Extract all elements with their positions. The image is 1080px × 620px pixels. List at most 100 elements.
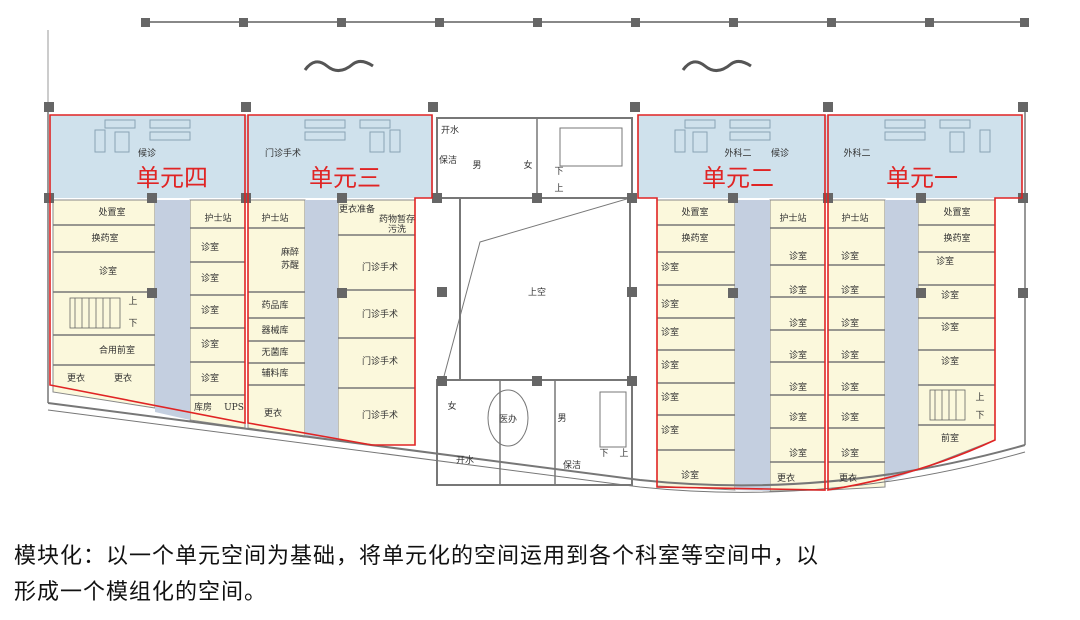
room-label: 诊室 [681,469,699,481]
room-label: 诊室 [789,284,807,296]
room-label: 库房 [194,401,212,413]
room-label: 诊室 [841,411,859,423]
room-label: 诊室 [789,411,807,423]
room-label: 前室 [941,432,959,444]
room-label: 更衣 [114,372,132,384]
room-label: 处置室 [681,206,708,218]
room-label: 麻醉 [281,246,299,258]
waiting-zones [50,115,1022,198]
room-label: 诊室 [201,241,219,253]
room-label: 上 [554,183,563,194]
room-label: 诊室 [661,359,679,371]
room-label: 诊室 [941,321,959,333]
room-label: 换药室 [91,232,118,244]
room-label: 诊室 [201,372,219,384]
colonnade [47,18,1029,105]
unit-4-label: 单元四 [136,164,208,192]
room-label: 更衣准备 [339,203,375,215]
room-labels: 候诊 门诊手术 外科二 候诊 外科二 处置室 换药室 诊室 上 下 合用前室 更… [67,124,985,484]
room-label: 门诊手术 [362,261,398,273]
stair-icon [69,297,966,421]
columns [44,102,1028,386]
unit-1-label: 单元一 [886,164,958,192]
room-label: 药物暂存 [379,213,415,225]
room-label: 开水 [441,124,459,136]
room-label: 下 [599,449,608,459]
room-label: 门诊手术 [265,147,301,159]
room-label: 更衣 [264,407,282,419]
room-label: 更衣 [67,372,85,384]
room-label: 诊室 [841,250,859,262]
room-label: 医办 [499,413,517,425]
room-label: 护士站 [779,212,806,224]
room-label: 换药室 [681,232,708,244]
room-label: 合用前室 [99,344,135,356]
room-label: 男 [472,160,481,171]
room-dividers [53,224,995,463]
room-label: 诊室 [841,447,859,459]
room-label: 门诊手术 [362,308,398,320]
room-label: 更衣 [777,472,795,484]
room-label: 诊室 [201,272,219,284]
room-label: 女 [523,159,532,171]
unit-2-label: 单元二 [702,164,774,192]
room-label: 诊室 [841,284,859,296]
room-label: 处置室 [98,206,125,218]
room-label: 诊室 [789,381,807,393]
room-label: 诊室 [841,381,859,393]
room-label: 诊室 [789,250,807,262]
room-blocks [52,199,996,492]
room-label: 苏醒 [281,259,299,271]
room-label: 保洁 [439,154,457,166]
room-label: 诊室 [789,317,807,329]
room-label: 候诊 [138,147,156,159]
room-label: 上 [975,392,984,403]
room-label: 诊室 [841,349,859,361]
room-label: 更衣 [839,472,857,484]
landscape-ornament [303,59,752,72]
room-label: 药品库 [261,299,288,311]
room-label: 诊室 [661,391,679,403]
room-label: 候诊 [771,147,789,159]
room-label: 诊室 [941,355,959,367]
room-label: 诊室 [936,255,954,267]
room-label: 下 [554,167,563,177]
room-label: 诊室 [201,338,219,350]
room-label: 护士站 [841,212,868,224]
room-label: 无菌库 [261,346,288,358]
room-label: 诊室 [789,349,807,361]
corridors [155,200,918,491]
room-label: 诊室 [661,326,679,338]
room-label: 换药室 [943,232,970,244]
room-label: 诊室 [201,304,219,316]
caption-line-1: 模块化：以一个单元空间为基础，将单元化的空间运用到各个科室等空间中，以 [14,544,820,569]
unit-outlines [49,114,1023,491]
room-label: 开水 [456,454,474,466]
outer-wall [47,110,1026,493]
room-label: 上 [128,296,137,307]
room-label: 外科二 [843,147,870,159]
room-label: 诊室 [789,447,807,459]
room-label: 护士站 [261,212,288,224]
room-label: 诊室 [941,289,959,301]
room-label: 上 [619,448,628,459]
room-label: 下 [128,319,137,329]
room-label: 上空 [528,286,546,298]
unit-3-label: 单元三 [309,164,381,192]
central-core [436,117,633,486]
room-label: UPS [224,403,244,413]
room-label: 污洗 [388,223,406,235]
room-label: 护士站 [204,212,231,224]
room-label: 诊室 [841,317,859,329]
room-label: 辅料库 [261,367,288,379]
floor-plan: 单元四 单元三 单元二 单元一 候诊 门诊手术 外科二 候诊 外科二 处置室 换… [44,18,1029,493]
room-label: 诊室 [99,265,117,277]
room-label: 外科二 [724,147,751,159]
room-label: 诊室 [661,424,679,436]
waiting-furniture [94,119,991,153]
room-label: 门诊手术 [362,355,398,367]
room-label: 男 [557,413,566,424]
room-label: 门诊手术 [362,409,398,421]
room-label: 诊室 [661,261,679,273]
caption-line-2: 形成一个模组化的空间。 [14,580,268,605]
